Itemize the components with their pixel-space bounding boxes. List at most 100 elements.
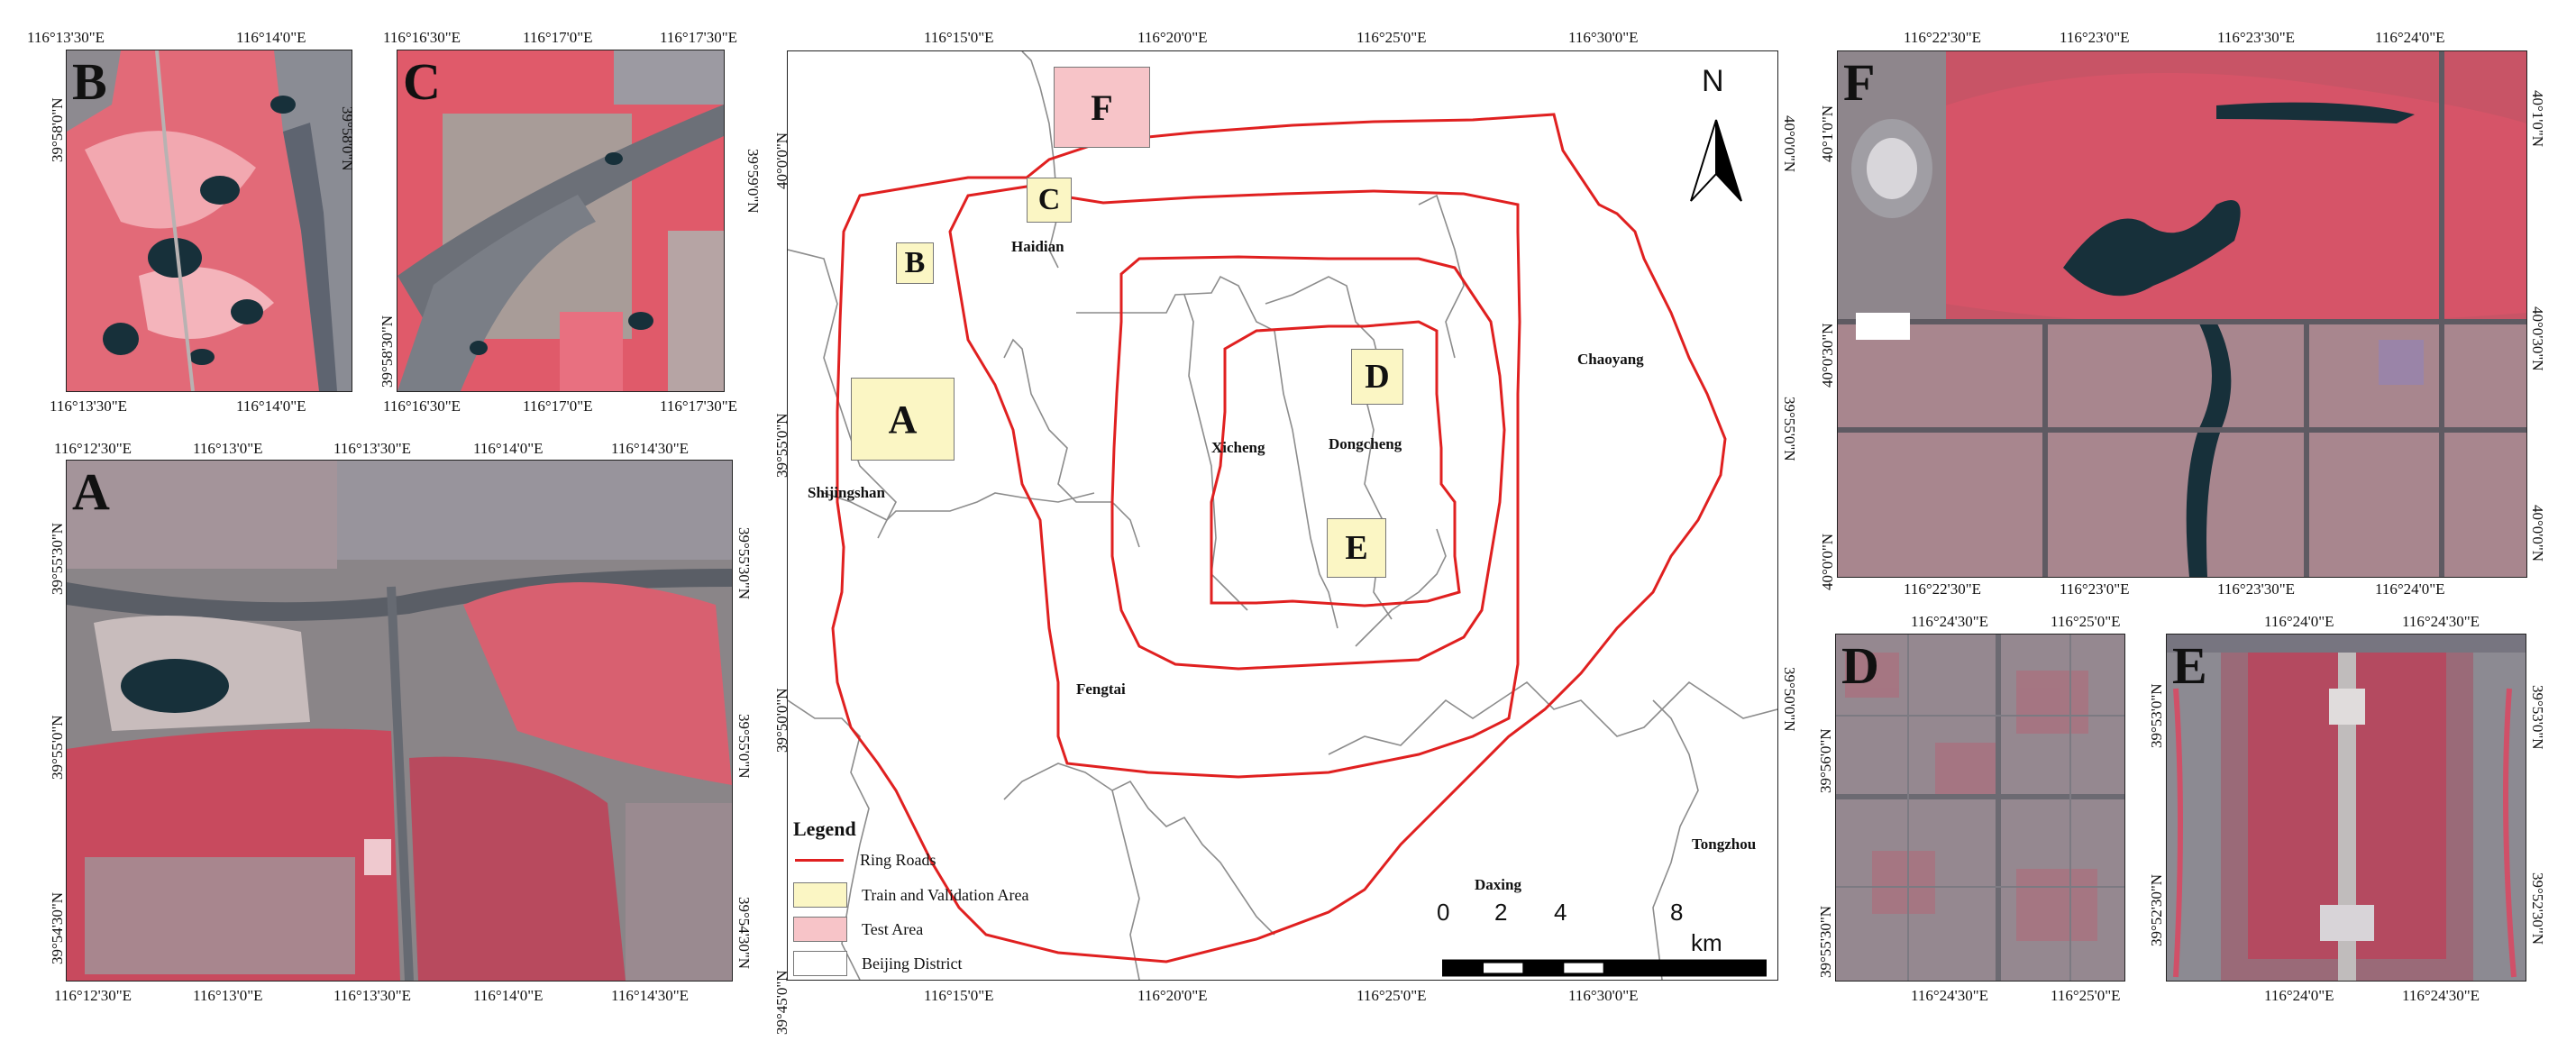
panel-a-bottom-lon-1: 116°12'30"E bbox=[54, 987, 132, 1004]
scale-label-0: 0 bbox=[1437, 899, 1450, 926]
main-right-lat-2: 39°55'0"N bbox=[1781, 397, 1798, 461]
panel-d-left-lat-1: 39°56'0"N bbox=[1817, 728, 1834, 793]
panel-d-left-lat-2: 39°55'30"N bbox=[1817, 905, 1834, 978]
legend-row-test: Test Area bbox=[793, 917, 923, 942]
district-line-west bbox=[788, 249, 897, 539]
district-line-northeast bbox=[1418, 194, 1465, 359]
scale-bar: 0 2 4 8 km bbox=[1419, 899, 1767, 977]
district-line-center-west bbox=[1183, 294, 1248, 611]
main-bottom-lon-3: 116°25'0"E bbox=[1357, 987, 1427, 1004]
main-bottom-lon-2: 116°20'0"E bbox=[1137, 987, 1208, 1004]
district-label-xicheng: Xicheng bbox=[1211, 439, 1265, 456]
district-line-southeast bbox=[1355, 528, 1447, 647]
panel-f-right-lat-2: 40°0'30"N bbox=[2529, 306, 2546, 371]
panel-b-bottom-lon-2: 116°14'0"E bbox=[236, 397, 306, 415]
panel-f-left-lat-1: 40°1'0"N bbox=[1819, 105, 1836, 162]
panel-f-top-lon-4: 116°24'0"E bbox=[2375, 29, 2445, 46]
panel-e-right-lat-2: 39°52'30"N bbox=[2529, 872, 2546, 945]
panel-a-top-lon-1: 116°12'30"E bbox=[54, 440, 132, 457]
train-area-box-a: A bbox=[851, 378, 955, 461]
ring-road-3 bbox=[1110, 255, 1506, 671]
main-map-frame: F C B A D E Haidian Shijingshan Xicheng … bbox=[787, 50, 1778, 981]
panel-f-bottom-lon-2: 116°23'0"E bbox=[2060, 580, 2130, 598]
train-area-box-d: D bbox=[1351, 349, 1403, 405]
panel-d-top-lon-2: 116°25'0"E bbox=[2051, 613, 2121, 630]
ring-road-swatch bbox=[793, 848, 845, 872]
panel-f-bottom-lon-1: 116°22'30"E bbox=[1904, 580, 1982, 598]
district-label-shijingshan: Shijingshan bbox=[808, 484, 885, 501]
legend-row-train: Train and Validation Area bbox=[793, 882, 1028, 908]
panel-f-image: F bbox=[1837, 50, 2527, 578]
train-area-box-e: E bbox=[1327, 518, 1386, 578]
main-left-lat-3: 39°50'0"N bbox=[773, 688, 790, 753]
legend-title: Legend bbox=[793, 817, 856, 840]
panel-c-top-lon-3: 116°17'30"E bbox=[660, 29, 738, 46]
ring-road-4 bbox=[948, 185, 1521, 779]
panel-e-image: E bbox=[2166, 634, 2526, 982]
panel-c-bottom-lon-1: 116°16'30"E bbox=[383, 397, 461, 415]
panel-a-right-lat-3: 39°54'30"N bbox=[735, 897, 753, 970]
panel-f-right-lat-1: 40°1'0"N bbox=[2529, 90, 2546, 148]
test-area-swatch bbox=[793, 917, 847, 942]
district-line-east bbox=[1652, 699, 1699, 980]
panel-d-bottom-lon-2: 116°25'0"E bbox=[2051, 987, 2121, 1004]
scale-label-2: 2 bbox=[1494, 899, 1508, 926]
panel-f-label: F bbox=[1843, 53, 1876, 112]
panel-b-right-lat: 39°58'0"N bbox=[339, 106, 356, 171]
district-swatch bbox=[793, 951, 847, 976]
district-line-shijingshan bbox=[823, 492, 1095, 521]
scale-unit: km bbox=[1691, 929, 1722, 956]
panel-f-top-lon-3: 116°23'30"E bbox=[2217, 29, 2296, 46]
district-line-daxing bbox=[1003, 762, 1275, 936]
main-top-lon-4: 116°30'0"E bbox=[1568, 29, 1639, 46]
panel-a-bottom-lon-2: 116°13'0"E bbox=[193, 987, 263, 1004]
north-arrow-letter: N bbox=[1702, 64, 1724, 98]
main-left-lat-1: 40°0'0"N bbox=[773, 132, 790, 189]
main-bottom-lon-4: 116°30'0"E bbox=[1568, 987, 1639, 1004]
panel-f-left-lat-3: 40°0'0"N bbox=[1819, 533, 1836, 590]
panel-c-bottom-lon-3: 116°17'30"E bbox=[660, 397, 738, 415]
scale-bar-graphic bbox=[1442, 959, 1767, 977]
panel-c-top-lon-1: 116°16'30"E bbox=[383, 29, 461, 46]
panel-c-label: C bbox=[403, 52, 441, 111]
district-label-daxing: Daxing bbox=[1475, 876, 1521, 893]
main-right-lat-1: 40°0'0"N bbox=[1781, 115, 1798, 173]
panel-e-top-lon-1: 116°24'0"E bbox=[2264, 613, 2334, 630]
panel-c-bottom-lon-2: 116°17'0"E bbox=[523, 397, 593, 415]
legend-district-label: Beijing District bbox=[862, 954, 963, 973]
panel-b-label: B bbox=[72, 52, 107, 111]
panel-c-image: C bbox=[397, 50, 725, 392]
panel-e-left-lat-1: 39°53'0"N bbox=[2148, 683, 2165, 748]
panel-f-top-lon-2: 116°23'0"E bbox=[2060, 29, 2130, 46]
panel-e-bottom-lon-2: 116°24'30"E bbox=[2402, 987, 2480, 1004]
district-label-tongzhou: Tongzhou bbox=[1692, 836, 1757, 853]
panel-a-left-lat-1: 39°55'30"N bbox=[49, 522, 66, 595]
panel-a-bottom-lon-5: 116°14'30"E bbox=[611, 987, 690, 1004]
panel-a-left-lat-3: 39°54'30"N bbox=[49, 891, 66, 964]
panel-b-top-lon-2: 116°14'0"E bbox=[236, 29, 306, 46]
panel-a-top-lon-4: 116°14'0"E bbox=[473, 440, 544, 457]
panel-a-image: A bbox=[66, 460, 733, 982]
panel-d-top-lon-1: 116°24'30"E bbox=[1911, 613, 1989, 630]
panel-a-right-lat-1: 39°55'30"N bbox=[735, 527, 753, 600]
main-left-lat-2: 39°55'0"N bbox=[773, 413, 790, 478]
panel-e-left-lat-2: 39°52'30"N bbox=[2148, 873, 2165, 946]
panel-e-right-lat-1: 39°53'0"N bbox=[2529, 685, 2546, 750]
train-area-box-c: C bbox=[1027, 178, 1072, 223]
legend-train-label: Train and Validation Area bbox=[862, 885, 1029, 904]
ring-roads bbox=[831, 113, 1727, 963]
panel-a-right-lat-2: 39°55'0"N bbox=[735, 714, 753, 779]
panel-f-left-lat-2: 40°0'30"N bbox=[1819, 323, 1836, 388]
district-line-xicheng bbox=[1076, 275, 1338, 629]
test-area-box-f: F bbox=[1054, 67, 1150, 148]
district-label-chaoyang: Chaoyang bbox=[1577, 351, 1644, 368]
north-arrow: N bbox=[1689, 64, 1743, 202]
train-area-box-b: B bbox=[896, 242, 934, 284]
district-label-dongcheng: Dongcheng bbox=[1329, 435, 1402, 452]
legend-ring-roads-label: Ring Roads bbox=[860, 850, 936, 869]
legend-row-ring-roads: Ring Roads bbox=[793, 848, 936, 872]
scale-label-4: 4 bbox=[1554, 899, 1567, 926]
panel-a-top-lon-3: 116°13'30"E bbox=[333, 440, 412, 457]
main-top-lon-2: 116°20'0"E bbox=[1137, 29, 1208, 46]
panel-e-bottom-lon-1: 116°24'0"E bbox=[2264, 987, 2334, 1004]
